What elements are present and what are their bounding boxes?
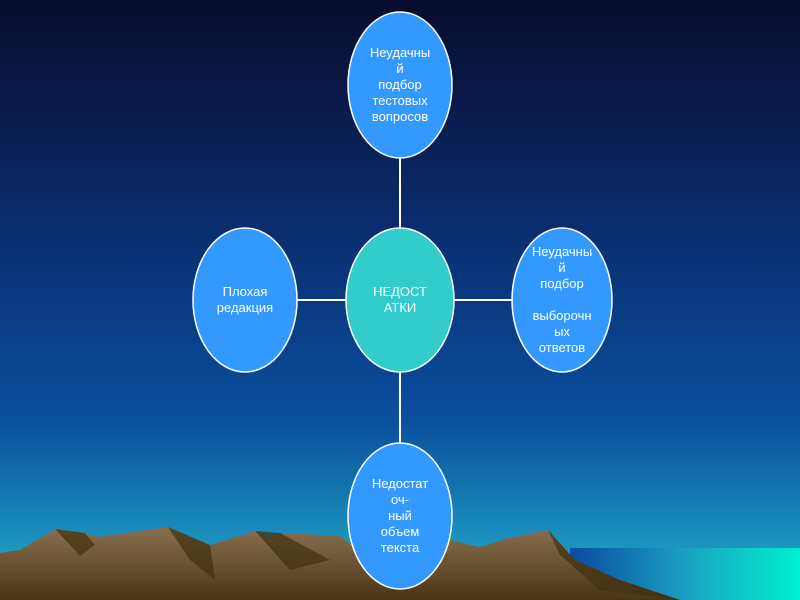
node-left-shape: [192, 227, 298, 373]
connector-lines: [297, 158, 512, 443]
node-top-shape: [347, 11, 453, 159]
node-right-label: Неудачны й подбор выборочн ых ответов: [531, 244, 593, 355]
node-bottom-label: Недостат оч- ный объем текста: [371, 476, 429, 555]
node-left-label: Плохая редакция: [216, 284, 274, 315]
node-bottom-shape: [347, 442, 453, 590]
node-center-shape: [345, 227, 455, 373]
node-top-label: Неудачны й подбор тестовых вопросов: [369, 45, 431, 124]
mountains: [0, 527, 680, 600]
node-center-label: НЕДОСТ АТКИ: [373, 284, 427, 315]
node-right-shape: [511, 227, 613, 373]
